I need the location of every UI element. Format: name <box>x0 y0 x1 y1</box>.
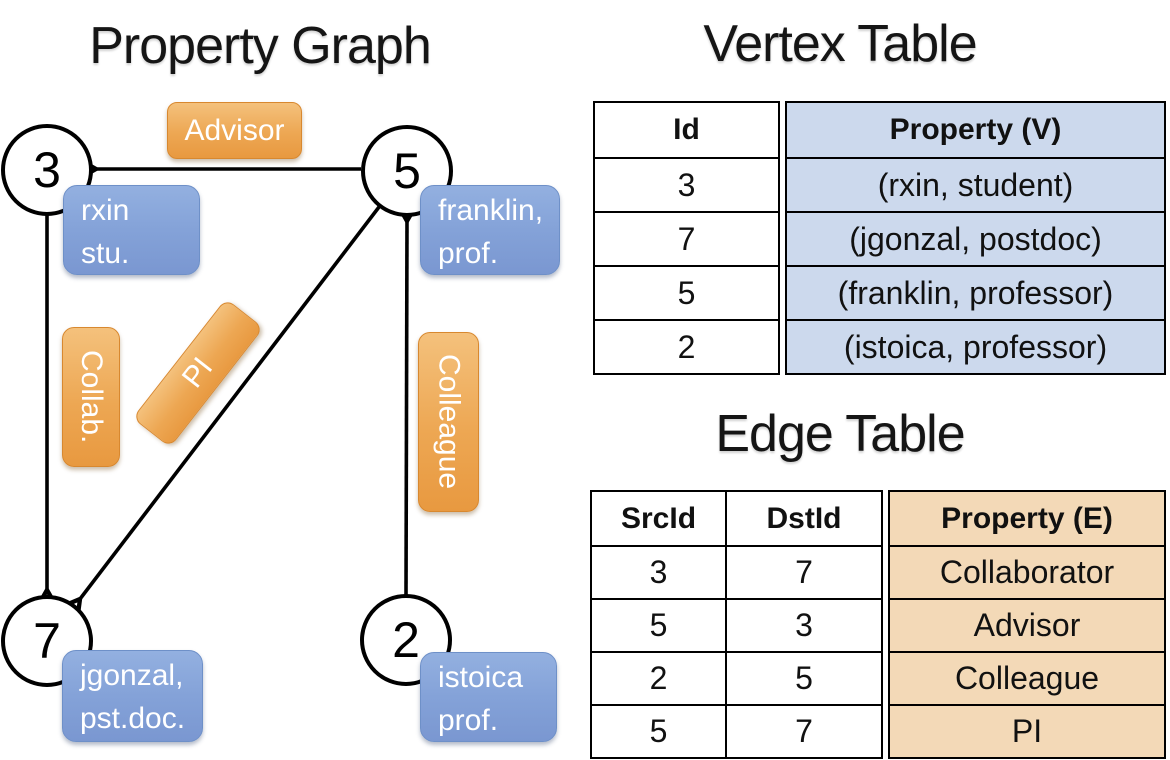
edge-label-advisor: Advisor <box>167 102 302 159</box>
vertex-box-rxin: rxin stu. <box>63 185 200 275</box>
vertex-box-jgonzal-line1: jgonzal, <box>80 659 184 692</box>
vertex-box-rxin-line1: rxin <box>81 194 130 227</box>
table-cell: PI <box>890 704 1164 757</box>
edge-label-colleague: Colleague <box>418 332 479 512</box>
table-cell: 3 <box>595 157 778 211</box>
table-cell: 7 <box>595 211 778 265</box>
edge-table-id-columns: SrcId 3 5 2 5 DstId 7 3 5 7 <box>590 490 883 759</box>
edge-table-srcid-column: SrcId 3 5 2 5 <box>592 492 725 757</box>
table-cell: (istoica, professor) <box>787 319 1164 373</box>
vertex-box-franklin-line2: prof. <box>438 237 499 270</box>
table-cell: 3 <box>592 545 725 598</box>
table-cell: (rxin, student) <box>787 157 1164 211</box>
edge-table: SrcId 3 5 2 5 DstId 7 3 5 7 Property (E)… <box>590 490 1166 759</box>
node-3-label: 3 <box>33 142 61 198</box>
node-5-label: 5 <box>393 143 421 199</box>
vertex-box-istoica-line1: istoica <box>438 661 524 694</box>
graph-node-5: 5 <box>361 125 453 217</box>
vertex-box-istoica-line2: prof. <box>438 704 499 737</box>
edge-table-title: Edge Table <box>715 405 965 463</box>
table-cell: 7 <box>727 704 881 757</box>
table-cell: Advisor <box>890 598 1164 651</box>
node-2-label: 2 <box>392 612 420 668</box>
table-cell: 7 <box>727 545 881 598</box>
table-cell: 5 <box>727 651 881 704</box>
edge-table-property-column: Property (E) Collaborator Advisor Collea… <box>888 490 1166 759</box>
graph-edges-canvas <box>36 158 418 619</box>
table-cell: 5 <box>595 265 778 319</box>
vertex-table-property-column: Property (V) (rxin, student) (jgonzal, p… <box>785 101 1166 375</box>
vertex-table-header-id: Id <box>673 113 700 146</box>
table-cell: (jgonzal, postdoc) <box>787 211 1164 265</box>
vertex-box-jgonzal: jgonzal, pst.doc. <box>62 650 203 742</box>
edge-2-to-5-colleague <box>396 203 418 596</box>
vertex-box-franklin: franklin, prof. <box>420 185 560 275</box>
edge-table-header-property: Property (E) <box>890 492 1164 545</box>
vertex-table-title: Vertex Table <box>703 15 977 73</box>
graph-node-2: 2 <box>360 594 452 686</box>
vertex-box-franklin-line1: franklin, <box>438 194 544 227</box>
property-graph-title: Property Graph <box>89 17 432 75</box>
edge-table-header-srcid: SrcId <box>620 501 697 535</box>
table-cell: Collaborator <box>890 545 1164 598</box>
table-cell: 2 <box>595 319 778 373</box>
table-cell: 3 <box>727 598 881 651</box>
table-cell: 2 <box>592 651 725 704</box>
vertex-box-rxin-line2: stu. <box>81 237 130 270</box>
table-cell: 5 <box>592 704 725 757</box>
node-7-label: 7 <box>33 613 61 669</box>
vertex-box-jgonzal-line2: pst.doc. <box>80 702 186 735</box>
edge-table-dstid-column: DstId 7 3 5 7 <box>725 492 881 757</box>
edge-5-to-7-pi <box>61 205 381 619</box>
table-cell: 5 <box>592 598 725 651</box>
vertex-box-istoica: istoica prof. <box>420 652 557 742</box>
table-cell: (franklin, professor) <box>787 265 1164 319</box>
vertex-table-id-column: Id 3 7 5 2 <box>593 101 780 375</box>
vertex-table-header-property: Property (V) <box>787 103 1164 157</box>
edge-label-collab: Collab. <box>62 327 120 467</box>
vertex-table: Id 3 7 5 2 Property (V) (rxin, student) … <box>593 101 1166 375</box>
table-cell: Colleague <box>890 651 1164 704</box>
edge-table-header-dstid: DstId <box>766 501 842 535</box>
